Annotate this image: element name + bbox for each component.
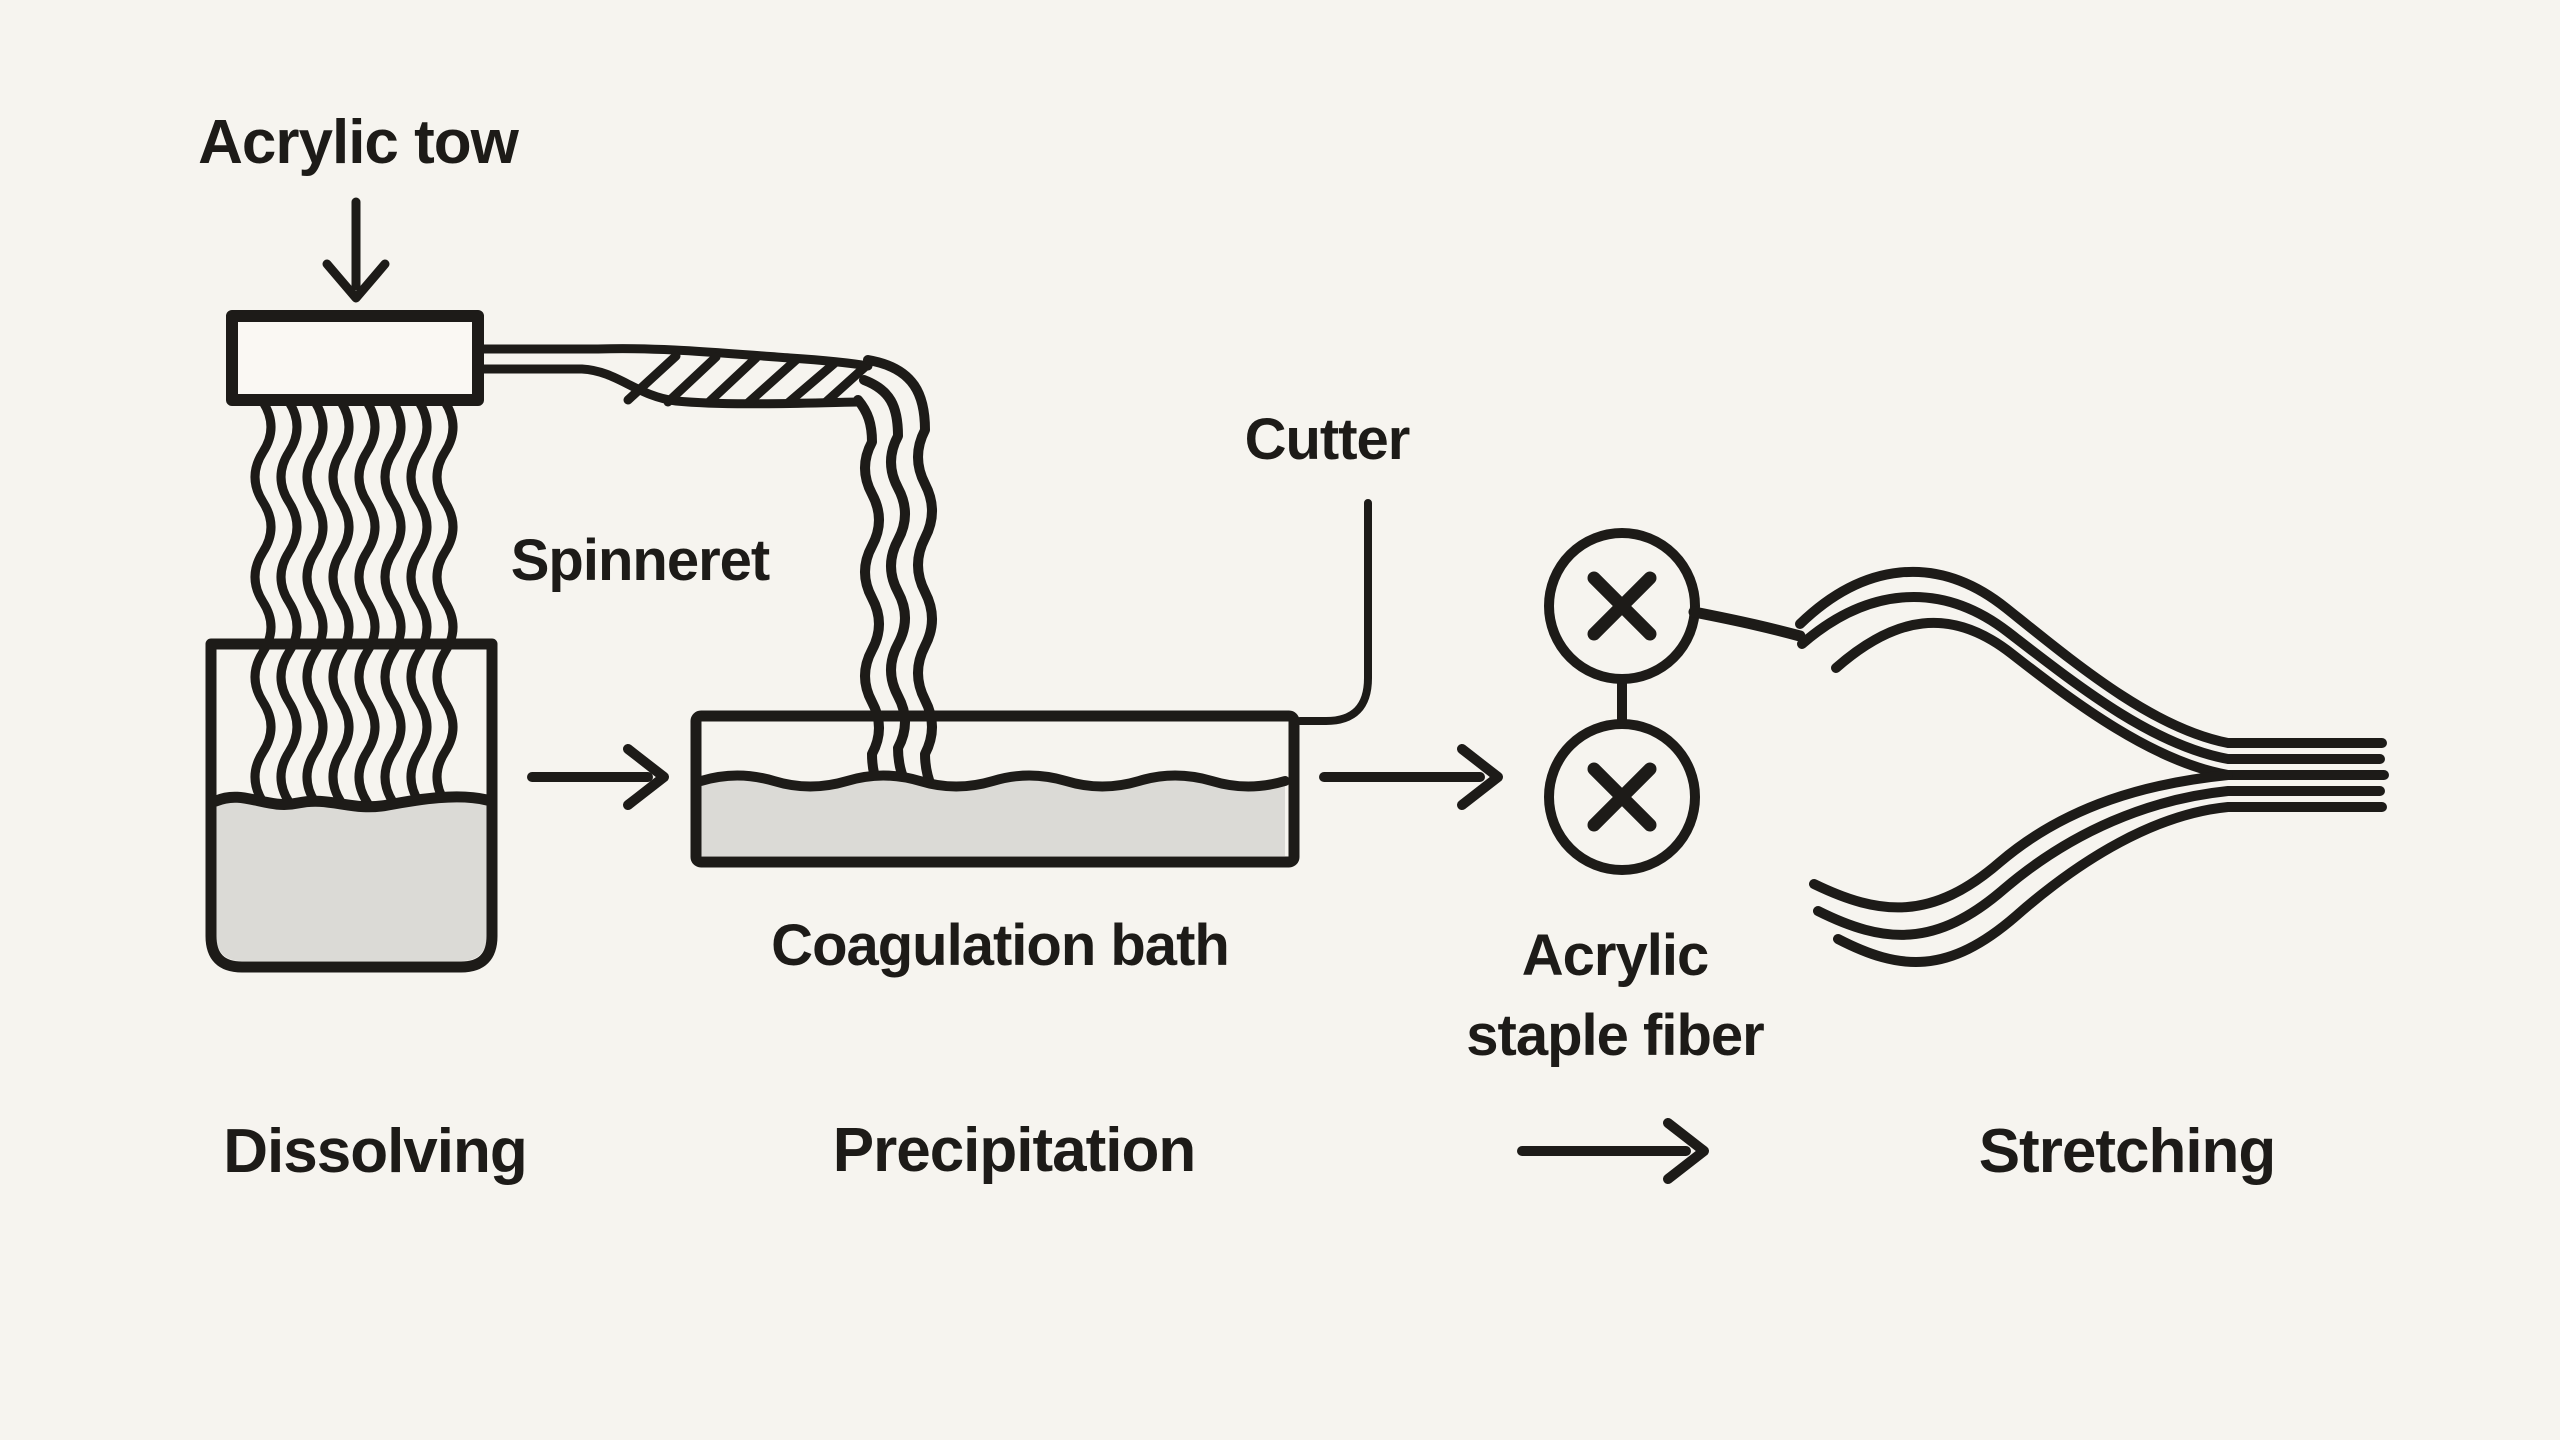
coagulation-bath-label: Coagulation bath [771,913,1230,978]
coagulation-bath-tray [690,710,1300,868]
roller-x-icon [1587,762,1657,832]
dissolving-beaker [205,638,498,973]
arrow-right-icon [1517,1118,1709,1184]
stage-label-precipitation: Precipitation [832,1116,1197,1185]
tow-into-bath [853,355,1183,856]
cutter-label: Cutter [1244,407,1411,472]
arrow-right-icon [1319,744,1503,810]
stage-label-stretching: Stretching [1978,1117,2277,1186]
fiber-bundle-lower [1809,770,2387,967]
cutter-pointer-line [1296,499,1372,725]
stage-label-dissolving: Dissolving [223,1117,528,1186]
spinneret-filaments [250,397,458,907]
fiber-bundle-upper [1795,566,2389,780]
acrylic-staple-fiber-line1: Acrylic [1521,922,1709,988]
twisted-tow [473,344,873,409]
dissolving-beaker-liquid [210,791,493,961]
coagulation-bath-liquid [696,770,1290,856]
spinneret-label: Spinneret [510,528,770,593]
roller-pair [1544,528,1806,875]
arrow-right-icon [527,744,669,810]
acrylic-staple-fiber-line2: staple fiber [1466,1003,1764,1068]
acrylic-staple-fiber-label: Acrylic staple fiber [1466,916,1764,1076]
spinneret-block [226,310,484,406]
acrylic-tow-label: Acrylic tow [198,108,519,177]
roller-x-icon [1587,571,1657,641]
down-arrow-icon [322,197,390,303]
